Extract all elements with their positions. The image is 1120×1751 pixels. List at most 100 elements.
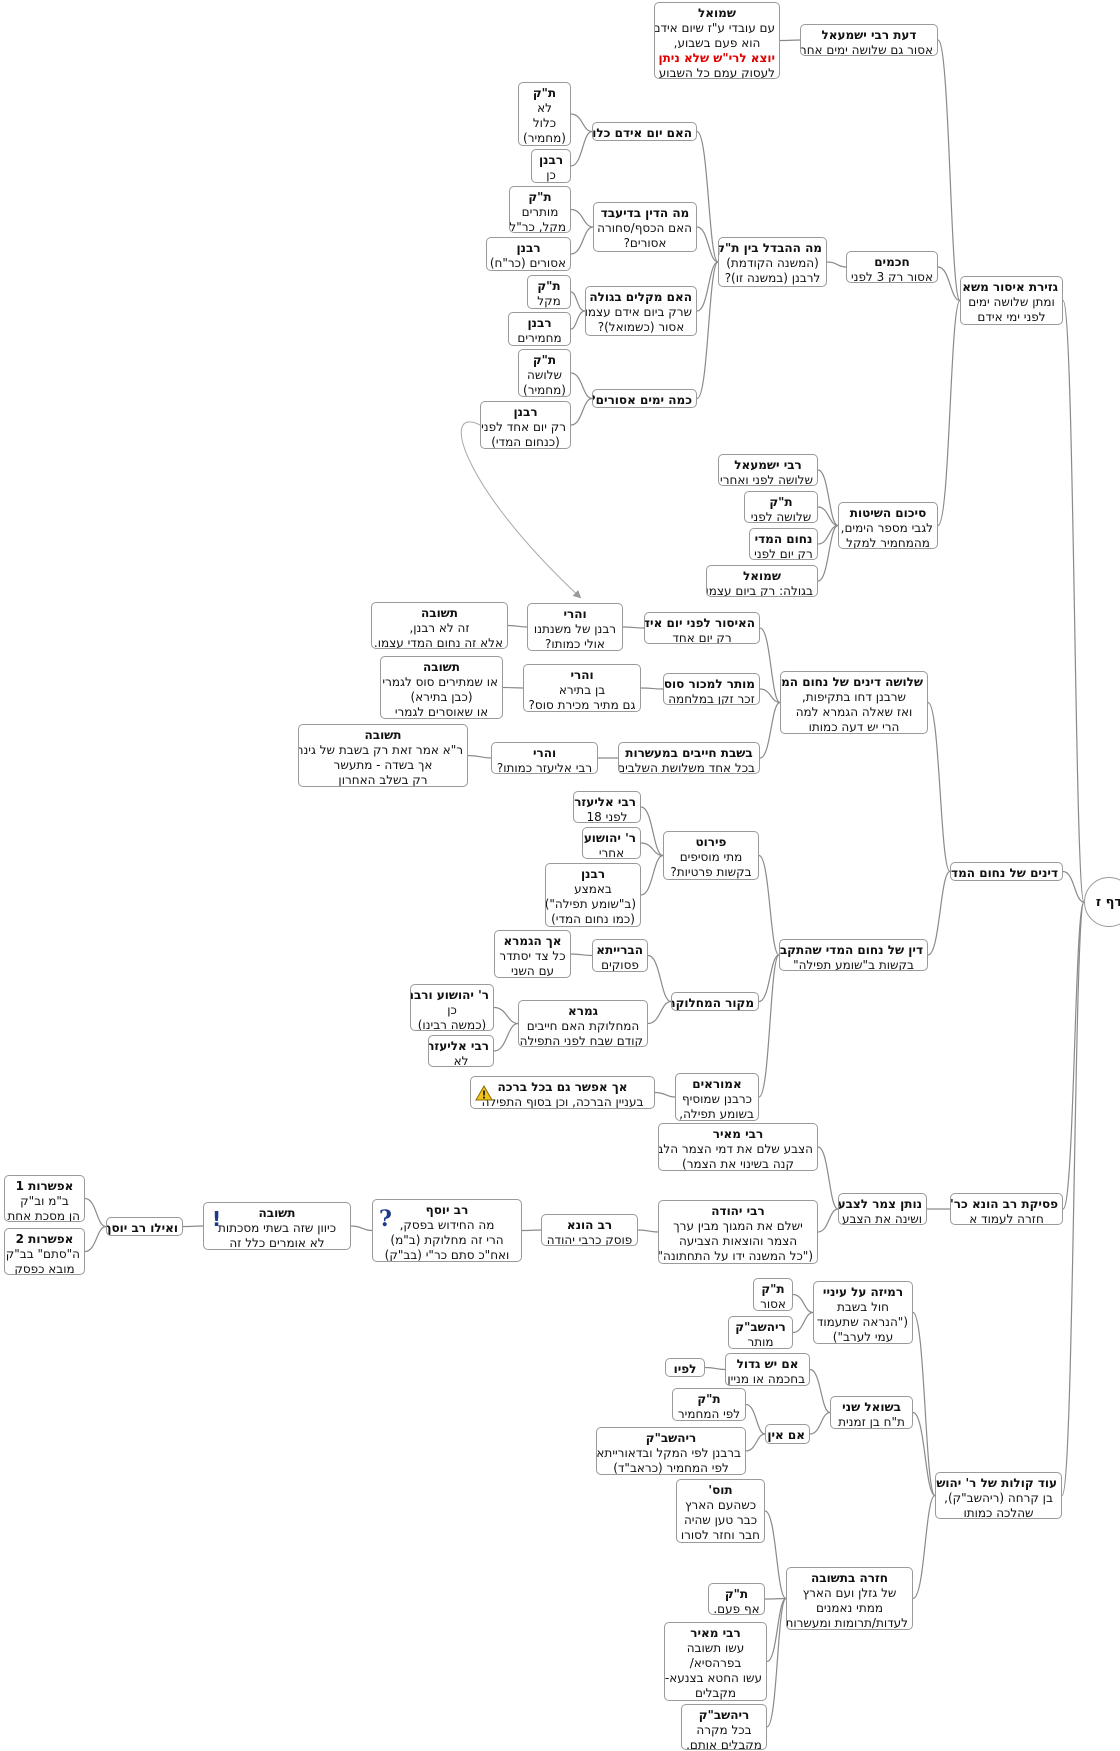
map-node-c5[interactable]: ואילו רב יוסף bbox=[106, 1217, 183, 1236]
connector-line bbox=[817, 506, 839, 527]
node-line: ה"סתם" בב"ק bbox=[5, 1247, 80, 1261]
node-title: עוד קולות של ר' יהושוע bbox=[935, 1476, 1057, 1490]
connector-line bbox=[521, 1229, 542, 1232]
node-title: דף ז bbox=[1095, 894, 1120, 910]
connector-line bbox=[1061, 901, 1085, 1497]
node-line: כן bbox=[546, 168, 556, 182]
node-line: קודם שבח לפני התפילה bbox=[519, 1034, 643, 1047]
map-node-q1[interactable]: האם יום אידם כלול bbox=[592, 122, 697, 141]
node-title: ואילו רב יוסף bbox=[106, 1221, 178, 1235]
node-title: רבנן bbox=[580, 867, 606, 881]
node-line: ב"מ וב"ק bbox=[20, 1194, 69, 1208]
connector-line bbox=[647, 954, 672, 1003]
node-line: ושינה את הצבע bbox=[841, 1212, 922, 1225]
node-line: חזרה לעמוד א bbox=[969, 1212, 1044, 1225]
map-node-q4[interactable]: כמה ימים אסורים? bbox=[592, 389, 697, 408]
node-line: לפי המחמיר (כראב"ד) bbox=[613, 1461, 729, 1475]
root-node[interactable]: דף ז bbox=[1084, 877, 1120, 927]
connector-line bbox=[696, 261, 719, 400]
map-node-m[interactable]: מקור המחלוקת bbox=[671, 992, 759, 1011]
node-line: גם מתיר מכירת סוס? bbox=[528, 698, 636, 712]
node-title: ת"ק bbox=[769, 495, 793, 509]
node-title: רמיזה על עיניי bbox=[822, 1285, 904, 1299]
map-node-d2b[interactable]: אם אין bbox=[765, 1424, 810, 1444]
map-node-b[interactable]: דינים של נחום המדי bbox=[950, 862, 1063, 881]
node-title: שמואל bbox=[698, 6, 736, 20]
map-node-a2a[interactable]: מה ההבדל בין ת"ק(המשנה הקודמת)לרבנן (במש… bbox=[718, 237, 827, 287]
connector-line bbox=[817, 524, 839, 582]
map-node-d2a1[interactable]: לפיו bbox=[665, 1358, 705, 1377]
node-line: לעדות/תרומות ומעשרות bbox=[786, 1616, 908, 1630]
node-line: בפרהסיא/ bbox=[689, 1656, 742, 1670]
node-title: אפשרות 2 bbox=[15, 1232, 74, 1246]
node-title: תשובה bbox=[364, 728, 402, 742]
node-line: האם הכסף/סחורה bbox=[597, 221, 692, 235]
node-line: בעניין הברכה, וכן בסוף התפילה bbox=[481, 1095, 644, 1109]
node-line: רק יום אחד לפני bbox=[481, 420, 566, 434]
